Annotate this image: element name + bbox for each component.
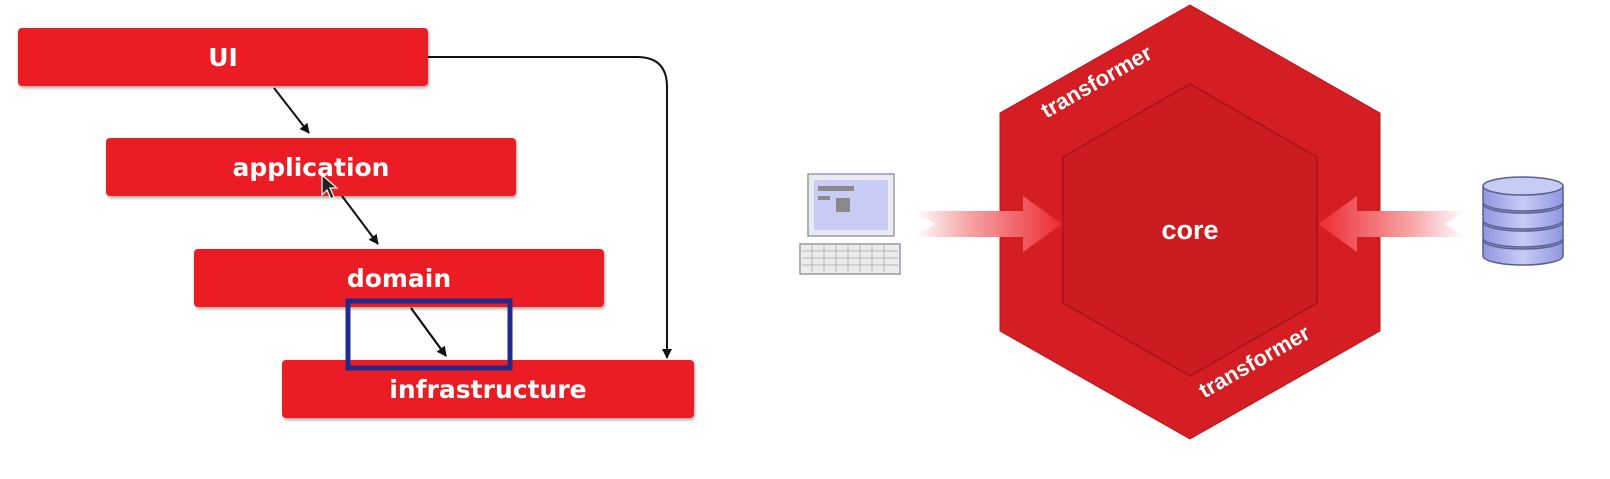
hexagon-inner-core xyxy=(1062,83,1318,377)
arrow-body-right xyxy=(1318,196,1465,252)
arrow-application-to-domain xyxy=(341,195,379,245)
cursor-icon xyxy=(321,173,339,200)
hexagon-group: transformer transformer core xyxy=(999,4,1381,440)
arrow-body-left xyxy=(915,196,1062,252)
layer-application: application xyxy=(106,138,516,196)
arrow-ui-to-application xyxy=(273,87,310,134)
core-label: core xyxy=(1161,215,1218,245)
computer-icon xyxy=(799,173,901,275)
layer-ui: UI xyxy=(18,28,428,86)
arrow-domain-to-infrastructure-overlay xyxy=(410,307,447,357)
layer-application-label: application xyxy=(232,152,390,182)
layer-infrastructure-label: infrastructure xyxy=(389,374,587,404)
database-icon xyxy=(1482,176,1564,266)
arrow-computer-to-core xyxy=(915,196,1062,252)
layer-domain: domain xyxy=(194,249,604,307)
arrow-ui-to-infrastructure xyxy=(428,56,672,359)
layer-domain-label: domain xyxy=(346,263,452,293)
layer-ui-label: UI xyxy=(208,42,238,72)
arrow-database-to-core xyxy=(1318,196,1465,252)
highlight-box xyxy=(345,298,513,371)
